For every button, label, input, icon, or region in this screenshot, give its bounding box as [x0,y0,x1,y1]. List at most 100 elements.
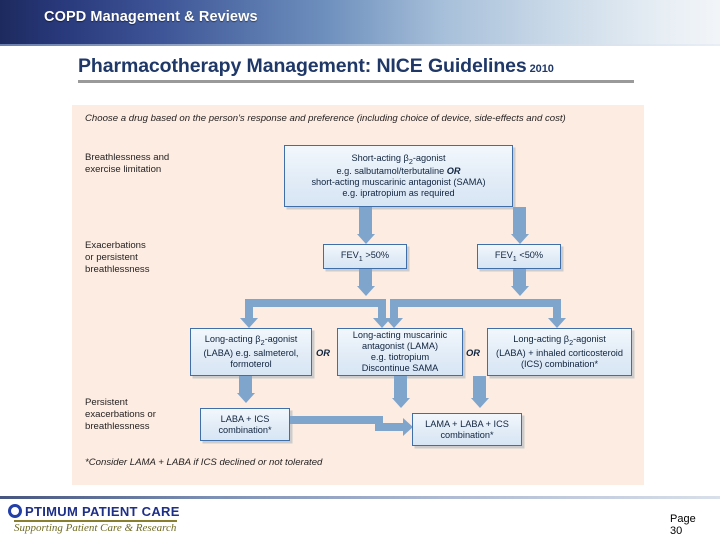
arrow-split-bar-left [245,299,386,307]
beta-subscript: 2 [569,337,574,347]
stage-label-line-3: breathlessness [85,264,150,276]
flowchart-box-short-acting[interactable]: Short-acting β2-agonist e.g. salbutamol/… [284,145,513,207]
page-number-value: 30 [670,525,683,537]
page-number: Page 30 [670,513,696,537]
flowchart-box-laba-plus-ics[interactable]: Long-acting β2-agonist (LABA) + inhaled … [487,328,632,376]
stage-label-breathlessness: Breathlessness and exercise limitation [85,152,169,176]
beta-symbol: β [563,334,570,345]
box-line: (LABA) e.g. salmeterol, [203,347,299,358]
arrow-shaft-right-branch-a [390,299,398,318]
arrow-head-saba-to-fev-high [356,234,375,244]
box-line: e.g. tiotropium [370,352,430,362]
footer-logo: PTIMUM PATIENT CARE Supporting Patient C… [8,503,338,534]
stage-label-line-3: breathlessness [85,421,150,433]
arrow-head-step-to-lamalabaics [403,418,413,436]
flowchart-box-lama-laba-ics-combination[interactable]: LAMA + LABA + ICS combination* [412,413,522,446]
arrow-shaft-right-branch-b [553,299,561,318]
stage-label-line-2: exercise limitation [85,164,162,176]
box-line: Long-acting [513,334,564,345]
box-or-inline: OR [446,166,461,177]
flowchart-box-laba[interactable]: Long-acting β2-agonist (LABA) e.g. salme… [190,328,312,376]
box-line: LABA + ICS [220,413,270,424]
stage-label-line-1: Exacerbations [85,240,146,251]
flowchart-footnote: *Consider LAMA + LABA if ICS declined or… [85,457,323,468]
flowchart-box-fev1-below-50[interactable]: FEV1 <50% [477,244,561,269]
arrow-shaft-saba-to-fev-low [513,207,526,234]
logo-underline [14,520,177,522]
box-line: formoterol [230,358,272,369]
arrow-shaft-lama-to-lamalabaics [394,376,407,398]
flowchart-panel: Choose a drug based on the person's resp… [72,105,644,485]
page-title-year: 2010 [529,63,554,75]
arrow-shaft-laba-to-labaics [239,376,252,393]
box-line: combination* [440,429,494,440]
beta-subscript: 2 [260,337,265,347]
fev-label: FEV [494,249,513,260]
fev-value: >50% [362,249,390,260]
optimum-o-icon [8,504,22,518]
or-label-2: OR [466,347,481,358]
title-underline [78,80,634,84]
box-line: combination* [218,424,272,435]
arrow-head-fev-low-down [510,286,529,296]
page-title-text: Pharmacotherapy Management: NICE Guideli… [78,55,527,77]
arrow-head-fev-high-down [356,286,375,296]
header-divider [0,44,720,46]
arrow-shaft-fev-high-down [359,269,372,286]
page-number-label: Page [670,513,696,525]
box-line: Long-acting muscarinic [352,330,448,340]
arrow-shaft-left-branch-b [378,299,386,318]
arrow-head-laba-to-labaics [236,393,255,403]
arrow-head-to-lama [373,318,391,328]
fev-value: <50% [516,249,544,260]
box-line: Short-acting [351,152,404,163]
arrow-head-labaics-to-lamalabaics [470,398,489,408]
arrow-split-bar-right [390,299,561,307]
flowchart-box-labaics-combination[interactable]: LABA + ICS combination* [200,408,290,441]
flowchart-header-note: Choose a drug based on the person's resp… [85,113,566,124]
stage-label-line-2: exacerbations or [85,409,156,421]
page-title: Pharmacotherapy Management: NICE Guideli… [78,55,648,77]
box-line: -agonist [264,334,298,345]
box-line: (LABA) + inhaled corticosteroid [496,347,623,358]
fev-subscript: 1 [358,253,363,263]
box-line: Long-acting [204,334,256,345]
header-bar [0,0,720,46]
or-label-1: OR [316,347,331,358]
arrow-shaft-fev-low-down [513,269,526,286]
fev-label: FEV [340,249,359,260]
box-line: (ICS) combination* [520,358,599,369]
flowchart-box-lama[interactable]: Long-acting muscarinic antagonist (LAMA)… [337,328,463,376]
box-line: -agonist [412,152,446,163]
footer-divider [0,496,720,499]
box-line: antagonist (LAMA) [361,341,439,351]
logo-tagline: Supporting Patient Care & Research [14,522,177,534]
box-line: e.g. salbutamol/terbutaline [336,166,447,177]
header-title: COPD Management & Reviews [44,9,258,25]
box-line: e.g. ipratropium as required [342,188,455,199]
box-line: short-acting muscarinic antagonist (SAMA… [311,177,486,188]
arrow-head-to-lama-right [385,318,403,328]
slide-title-block: Pharmacotherapy Management: NICE Guideli… [78,55,648,84]
logo-company-name: PTIMUM PATIENT CARE [25,504,180,519]
arrow-shaft-saba-to-fev-high [359,207,372,234]
arrow-shaft-left-branch-a [245,299,253,318]
arrow-head-lama-to-lamalabaics [391,398,410,408]
arrow-head-to-laba [240,318,258,328]
box-line: -agonist [573,334,606,345]
box-line: Discontinue SAMA [361,363,439,373]
stage-label-exacerbations: Exacerbations or persistent breathlessne… [85,240,150,277]
arrow-step-horizontal-upper [290,416,383,424]
stage-label-persistent: Persistent exacerbations or breathlessne… [85,397,156,434]
flowchart-box-fev1-above-50[interactable]: FEV1 >50% [323,244,407,269]
arrow-step-horizontal-lower [375,423,403,431]
arrow-head-saba-to-fev-low [510,234,529,244]
beta-subscript: 2 [408,156,413,166]
beta-symbol: β [403,152,409,163]
arrow-head-to-laba-ics [548,318,566,328]
arrow-step-vertical [375,416,383,427]
box-line: LAMA + LABA + ICS [425,418,509,429]
arrow-shaft-labaics-to-lamalabaics [473,376,486,398]
stage-label-line-2: or persistent [85,252,138,264]
beta-symbol: β [255,334,261,345]
